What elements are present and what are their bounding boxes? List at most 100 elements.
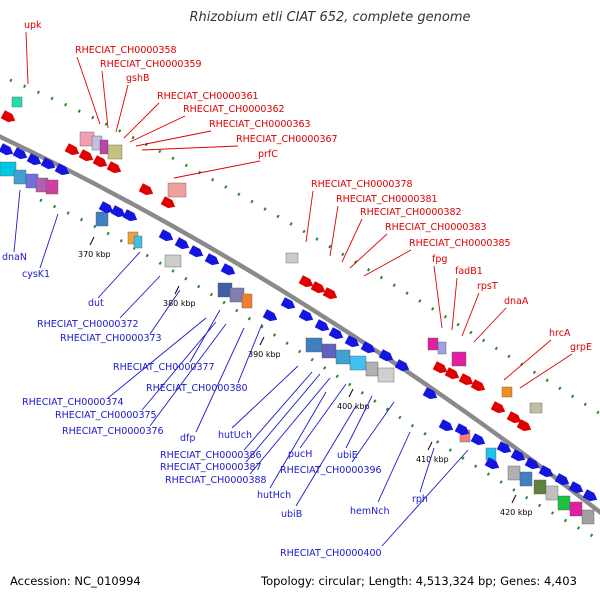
gene-box [557, 495, 571, 511]
gene-label-ubib: ubiB [281, 509, 302, 520]
gene-arrow [188, 245, 204, 258]
gene-label-rheciat-ch0000381: RHECIAT_CH0000381 [336, 194, 438, 205]
gene-arrow [510, 449, 526, 462]
gene-label-dut: dut [88, 298, 104, 309]
gene-arrow [516, 419, 532, 432]
gene-arrow [40, 157, 56, 170]
map-title: Rhizobium etli CIAT 652, complete genome [190, 10, 471, 25]
tick-line [259, 336, 265, 346]
gene-arrow [310, 281, 326, 294]
gene-box [335, 349, 351, 365]
gene-arrow [220, 263, 236, 276]
gene-box [377, 367, 395, 383]
gene-label-rheciat-ch0000377: RHECIAT_CH0000377 [113, 362, 215, 373]
gene-arrow [160, 196, 176, 209]
gene-box [45, 179, 59, 195]
label-leader [349, 233, 388, 269]
gene-arrow [484, 457, 500, 470]
gene-label-gshb: gshB [126, 73, 150, 84]
gene-label-rheciat-ch0000375: RHECIAT_CH0000375 [55, 410, 157, 421]
gene-arrow [92, 155, 108, 168]
gene-label-fadb1: fadB1 [455, 266, 483, 277]
gene-box [569, 501, 583, 517]
tick-line [511, 494, 517, 504]
gene-box [519, 471, 533, 487]
gene-box [285, 252, 299, 264]
gene-box [427, 337, 439, 351]
gene-arrow [496, 441, 512, 454]
gene-arrow [280, 297, 296, 310]
label-leader [123, 102, 160, 139]
gene-arrow [64, 143, 80, 156]
gene-label-rheciat-ch0000396: RHECIAT_CH0000396 [280, 465, 382, 476]
gene-label-hutuch: hutUch [218, 430, 252, 441]
gene-arrow [54, 163, 70, 176]
gene-arrow [506, 411, 522, 424]
tick-line [348, 388, 354, 398]
gene-arrow [122, 209, 138, 222]
gene-arrow [78, 149, 94, 162]
gene-box [305, 337, 323, 353]
label-leader [195, 327, 245, 433]
gene-label-dnan: dnaN [2, 252, 27, 263]
gene-arrow [0, 143, 14, 156]
gene-box [501, 386, 513, 398]
label-leader [101, 70, 109, 129]
gene-arrow [470, 433, 486, 446]
label-leader [363, 249, 412, 277]
label-leader [129, 115, 186, 143]
gene-label-rheciat-ch0000385: RHECIAT_CH0000385 [409, 238, 511, 249]
gene-arrow [458, 373, 474, 386]
gene-label-rheciat-ch0000362: RHECIAT_CH0000362 [183, 104, 285, 115]
gene-label-rpst: rpsT [477, 281, 498, 292]
gene-label-grpe: grpE [570, 342, 592, 353]
gene-box [0, 161, 17, 177]
gene-arrow [328, 327, 344, 340]
accession-text: Accession: NC_010994 [10, 574, 141, 588]
gene-box [164, 254, 182, 268]
gene-arrow [138, 183, 154, 196]
gene-label-rheciat-ch0000388: RHECIAT_CH0000388 [165, 475, 267, 486]
gene-label-rheciat-ch0000363: RHECIAT_CH0000363 [209, 119, 311, 130]
label-leader [119, 275, 161, 319]
gene-arrow [322, 287, 338, 300]
label-leader [351, 401, 395, 463]
gene-label-rheciat-ch0000386: RHECIAT_CH0000386 [160, 450, 262, 461]
label-leader [141, 321, 217, 411]
gene-box [241, 293, 253, 309]
label-leader [39, 213, 59, 269]
gene-arrow [298, 275, 314, 288]
label-leader [97, 251, 141, 299]
gene-arrow [0, 110, 16, 123]
gene-arrow [204, 253, 220, 266]
label-leader [341, 218, 363, 263]
label-leader [269, 391, 327, 489]
gene-arrow [568, 481, 584, 494]
gene-box [133, 235, 143, 249]
gene-box [485, 447, 497, 461]
tick-label-400-kbp: 400 kbp [337, 402, 370, 411]
gene-arrow [438, 419, 454, 432]
gene-label-rheciat-ch0000382: RHECIAT_CH0000382 [360, 207, 462, 218]
gene-label-ubie: ubiE [337, 450, 358, 461]
gene-arrow [106, 161, 122, 174]
gene-box [167, 182, 187, 198]
gene-box [11, 96, 23, 108]
gene-arrow [444, 367, 460, 380]
tick-label-370-kbp: 370 kbp [78, 250, 111, 259]
gene-arrow [98, 201, 114, 214]
gene-box [365, 361, 379, 377]
gene-label-hrca: hrcA [549, 328, 571, 339]
gene-label-rheciat-ch0000378: RHECIAT_CH0000378 [311, 179, 413, 190]
label-leader [149, 289, 181, 335]
gene-box [349, 355, 367, 371]
label-leader [299, 383, 347, 449]
gene-label-rheciat-ch0000380: RHECIAT_CH0000380 [146, 383, 248, 394]
gene-box [545, 485, 559, 501]
gene-arrow [360, 341, 376, 354]
gene-arrow [422, 387, 438, 400]
gene-box [529, 402, 543, 414]
gene-label-huthch: hutHch [257, 490, 291, 501]
